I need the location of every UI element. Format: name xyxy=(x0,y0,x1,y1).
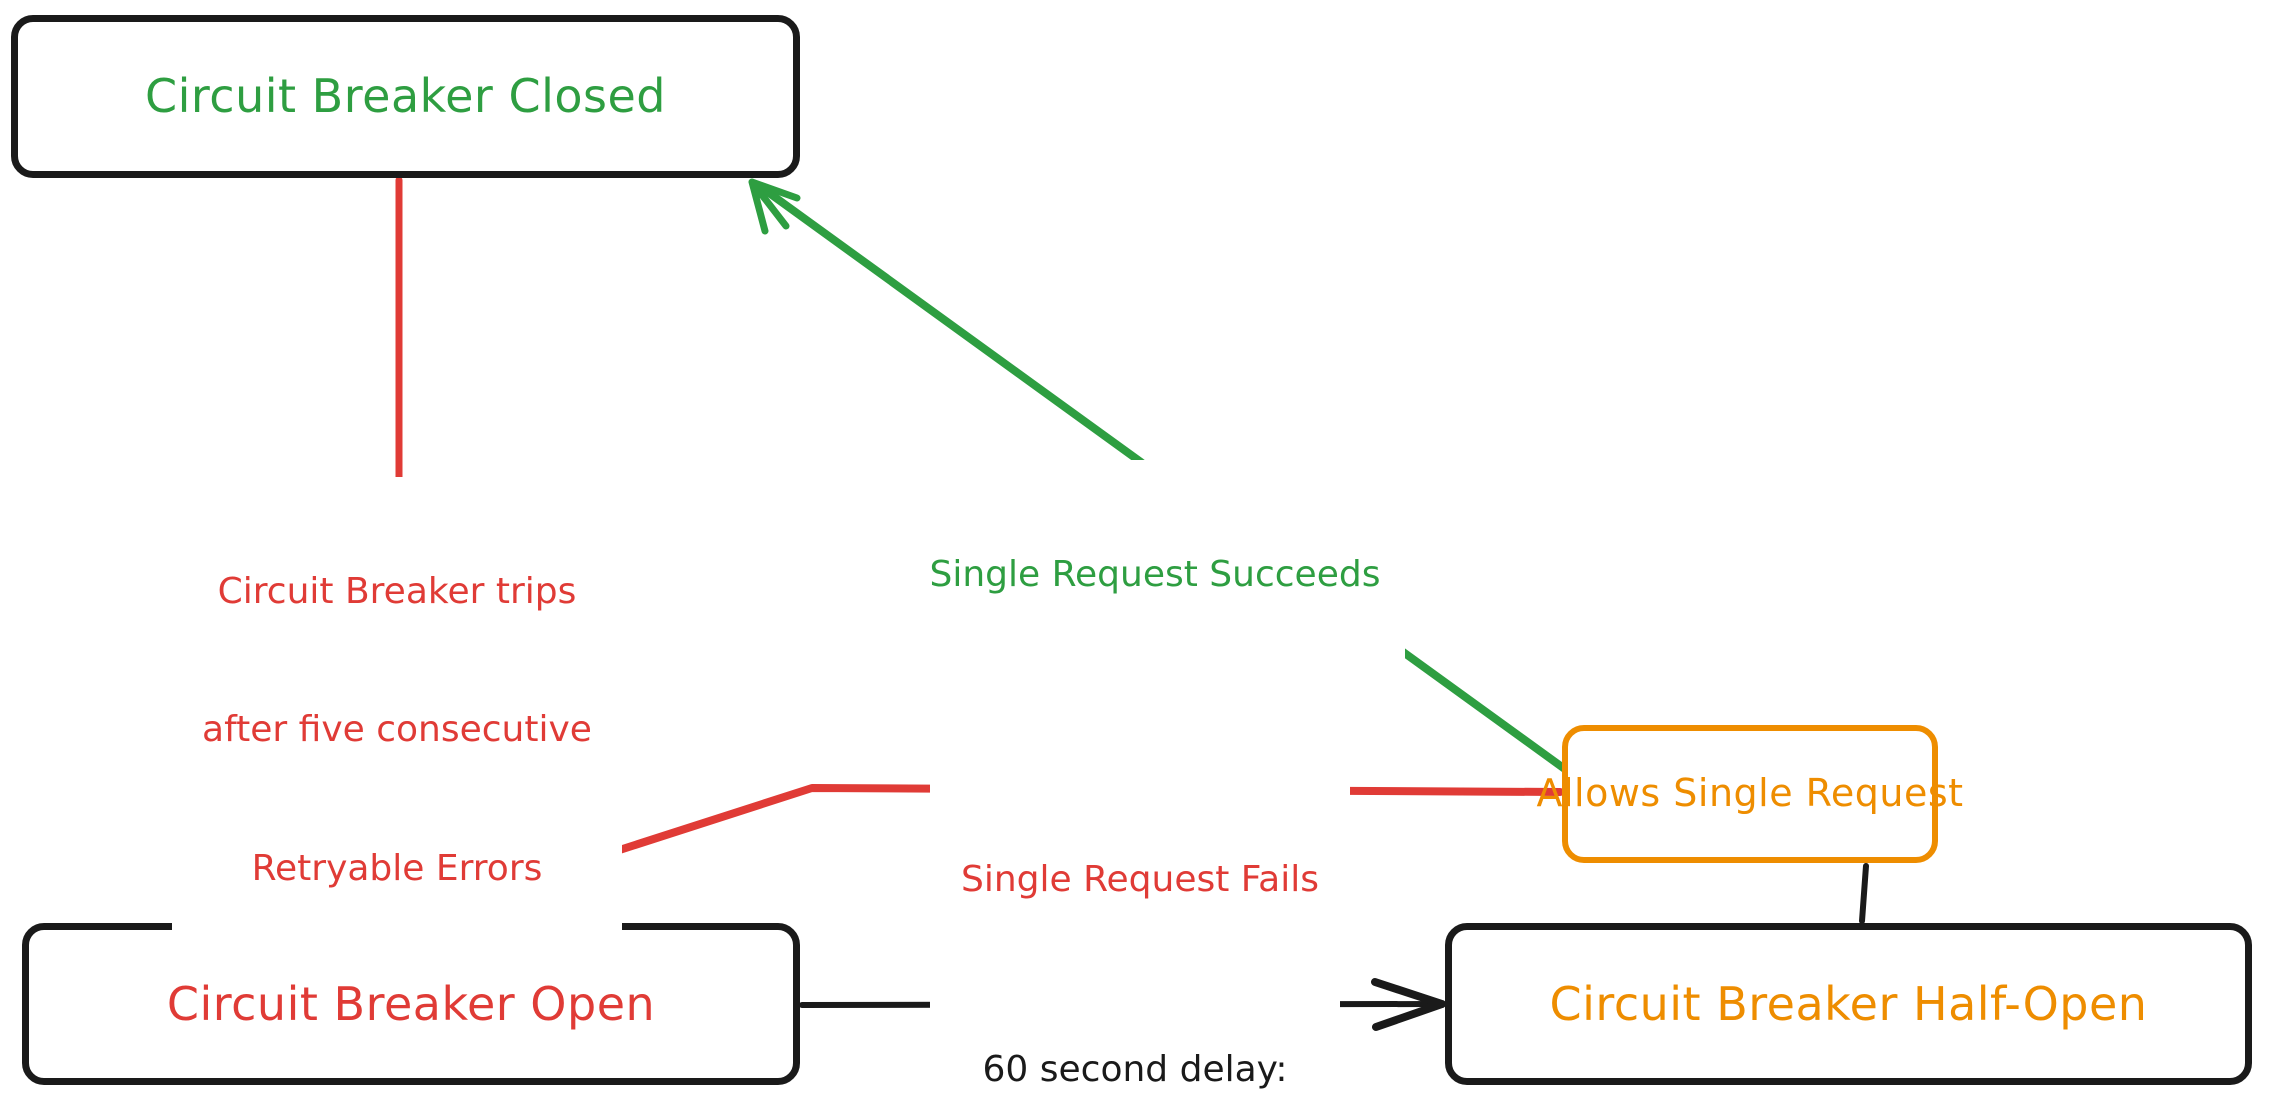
node-circuit-breaker-closed-label: Circuit Breaker Closed xyxy=(145,69,666,124)
edge-halfopen-to-allows xyxy=(1859,863,1869,924)
node-allows-single-request-label: Allows Single Request xyxy=(1536,771,1964,816)
edge-label-circuit-breaker-trips: Circuit Breaker trips after five consecu… xyxy=(172,477,622,984)
edge-label-single-request-succeeds: Single Request Succeeds xyxy=(905,460,1405,691)
node-circuit-breaker-half-open[interactable]: Circuit Breaker Half-Open xyxy=(1445,923,2252,1085)
node-allows-single-request[interactable]: Allows Single Request xyxy=(1536,725,1963,863)
node-circuit-breaker-open-label: Circuit Breaker Open xyxy=(166,976,656,1031)
edge-label-trips-line-2: after five consecutive xyxy=(202,709,592,751)
edge-label-succeeds-text: Single Request Succeeds xyxy=(929,554,1381,596)
node-circuit-breaker-closed[interactable]: Circuit Breaker Closed xyxy=(11,15,800,178)
edge-label-delay-line-1: 60 second delay: xyxy=(982,1049,1288,1091)
node-circuit-breaker-half-open-label: Circuit Breaker Half-Open xyxy=(1549,976,2148,1031)
edge-label-trips-line-1: Circuit Breaker trips xyxy=(217,571,577,613)
edge-label-60-second-delay: 60 second delay: No requests allowed xyxy=(930,955,1340,1107)
edge-label-trips-line-3: Retryable Errors xyxy=(251,847,543,889)
edge-label-fails-text: Single Request Fails xyxy=(960,859,1319,901)
